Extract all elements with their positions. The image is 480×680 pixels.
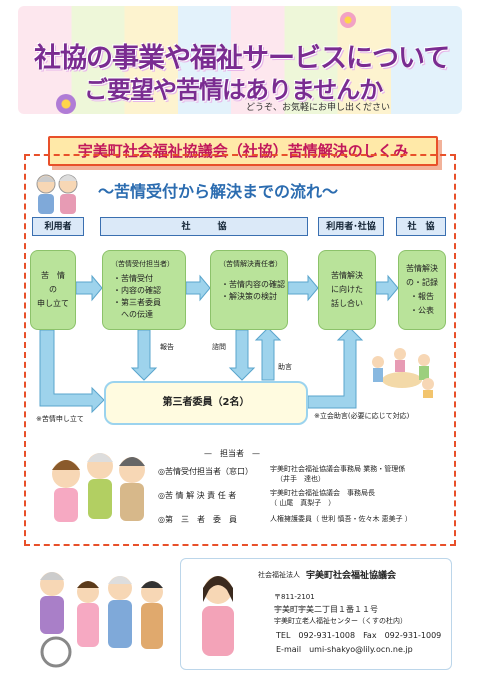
arrow-consult [228, 329, 256, 381]
contact-role: ◎第 三 者 委 員 [158, 515, 237, 524]
arrow-right-1 [75, 274, 103, 302]
note-witness: ※立会助言(必要に応じて対応) [314, 412, 410, 420]
box-reception-line: ・第三者委員 [113, 298, 161, 307]
contact-name: 宇美町社会福祉協議会 事務局長 [270, 489, 375, 497]
header-line2: ご要望や苦情はありませんか [84, 76, 383, 104]
box-complaint-line: 申し立て [37, 299, 69, 308]
box-reception-line: ・内容の確認 [113, 286, 161, 295]
org-address1: 宇美町宇美二丁目１番１１号 [274, 605, 378, 614]
box-reception: （苦情受付担当者） ・苦情受付 ・内容の確認 ・第三者委員 への伝達 [102, 250, 186, 330]
box-record-line: 苦情解決 [406, 264, 438, 273]
box-complaint-line: 苦 情 [41, 271, 65, 280]
flow-frame [24, 154, 456, 546]
box-meeting-line: 苦情解決 [331, 271, 363, 280]
meeting-illustration [372, 348, 434, 398]
contact-role: ◎苦情受付担当者（窓口） [158, 467, 253, 476]
box-meeting-line: に向けた [331, 285, 363, 294]
box-resolution-line: ・解決策の検討 [221, 292, 277, 301]
contact-name2: （井手 達也） [276, 475, 325, 483]
box-reception-caption: （苦情受付担当者） [111, 260, 174, 268]
contacts-box: — 担当者 — ◎苦情受付担当者（窓口） 宇美町社会福祉協議会事務局 業務・管理… [158, 446, 440, 528]
org-tel: TEL 092-931-1008 Fax 092-931-1009 [276, 631, 442, 640]
org-label: 社会福祉法人 [258, 571, 300, 579]
arrow-complaint-to-committee [39, 329, 105, 414]
arrow-right-2 [185, 274, 211, 302]
staff-illustration [202, 576, 234, 656]
header-subtitle: どうぞ、お気軽にお申し出ください [246, 103, 391, 113]
third-party-committee: 第三者委員（2名） [104, 381, 308, 425]
label-report: 報告 [160, 343, 174, 351]
box-resolution-line: ・苦情内容の確認 [221, 280, 285, 289]
box-reception-line: への伝達 [113, 310, 153, 319]
people-illustration [40, 572, 163, 668]
column-user: 利用者 [32, 217, 84, 236]
elderly-couple-illustration [36, 174, 78, 214]
contact-name: 人権擁護委員（ 世利 慎吾・佐々木 恵美子 ） [270, 515, 412, 523]
org-address2: 宇美町立老人福祉センター（くすの杜内） [274, 617, 407, 625]
contact-role: ◎苦 情 解 決 責 任 者 [158, 491, 237, 500]
column-user-shakyo: 利用者･社協 [318, 217, 384, 236]
flow-title: ～苦情受付から解決までの流れ～ [98, 182, 339, 201]
box-resolution: （苦情解決責任者） ・苦情内容の確認 ・解決策の検討 [210, 250, 288, 330]
box-complaint: 苦 情 の 申し立て [30, 250, 76, 330]
contact-name: 宇美町社会福祉協議会事務局 業務・管理係 [270, 465, 406, 473]
box-record-line: ・報告 [410, 292, 434, 301]
box-complaint-line: の [49, 285, 57, 294]
family-illustration [52, 453, 145, 522]
header-banner [18, 6, 462, 114]
box-record-line: の・記録 [406, 278, 438, 287]
contact-name2: （ 山尾 真梨子 ） [270, 499, 336, 507]
box-meeting-line: 話し合い [331, 299, 363, 308]
flower-icon [56, 94, 76, 114]
column-shakyo-2: 社 協 [396, 217, 446, 236]
org-email[interactable]: E-mail umi-shakyo@lily.ocn.ne.jp [276, 645, 413, 654]
flower-icon [340, 12, 356, 28]
arrow-right-4 [375, 274, 399, 302]
box-record-line: ・公表 [410, 306, 434, 315]
arrow-committee-to-meeting [307, 327, 364, 409]
box-reception-line: ・苦情受付 [113, 274, 153, 283]
column-shakyo: 社 協 [100, 217, 308, 236]
org-name: 宇美町社会福祉協議会 [306, 571, 397, 581]
arrow-advice [254, 327, 282, 381]
box-resolution-caption: （苦情解決責任者） [219, 260, 282, 268]
note-complaint: ※苦情申し立て [36, 415, 84, 423]
box-record: 苦情解決 の・記録 ・報告 ・公表 [398, 250, 446, 330]
contacts-title: — 担当者 — [204, 449, 260, 458]
header-line1: 社協の事業や福祉サービスについて [34, 43, 450, 74]
wheelchair-icon [40, 636, 72, 668]
arrow-report [130, 329, 158, 381]
arrow-right-3 [287, 274, 319, 302]
box-meeting: 苦情解決 に向けた 話し合い [318, 250, 376, 330]
org-zip: 〒811-2101 [274, 593, 315, 601]
label-advice: 助言 [278, 363, 292, 371]
label-consult: 諮問 [212, 343, 226, 351]
